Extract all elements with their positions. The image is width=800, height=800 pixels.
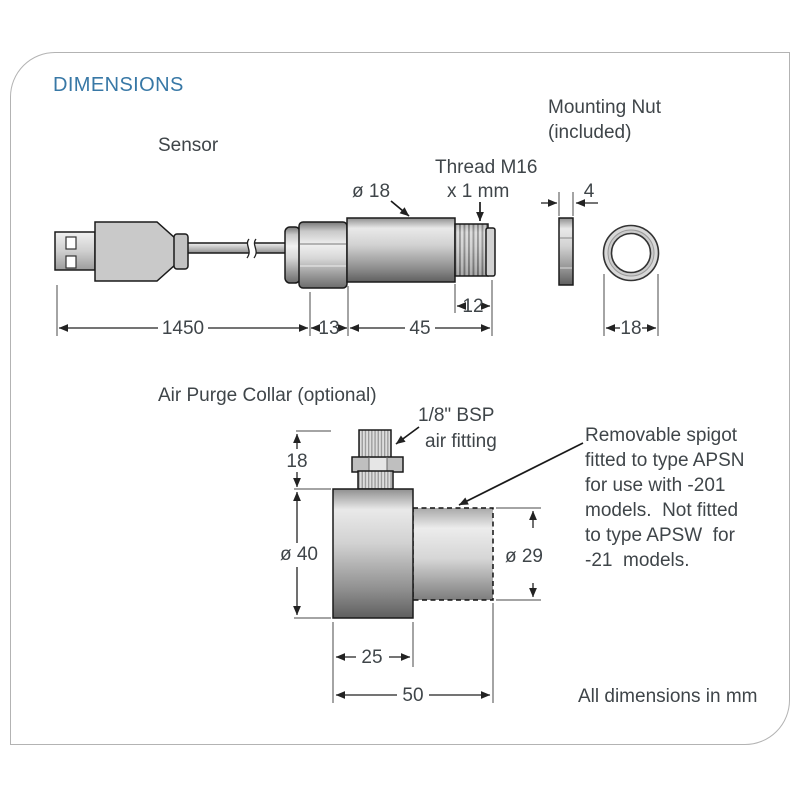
dim-spigot-diameter: ø 29 bbox=[505, 546, 543, 567]
spigot-note: Removable spigot fitted to type APSN for… bbox=[458, 425, 744, 571]
fitting-thread-upper-texture bbox=[359, 430, 391, 458]
dim-body-length: 25 bbox=[361, 647, 382, 668]
sensor-thread-texture bbox=[455, 224, 488, 276]
gland-hex-nut bbox=[298, 221, 348, 289]
fitting-hex-facet bbox=[369, 458, 387, 471]
removable-spigot bbox=[412, 507, 494, 601]
dim-nut-thickness: 4 bbox=[584, 181, 595, 202]
nut-side-view bbox=[558, 217, 574, 286]
thread-label-line2: x 1 mm bbox=[447, 181, 509, 202]
dim-nut-bore: 18 bbox=[620, 318, 641, 339]
dim-gland-length: 13 bbox=[318, 318, 339, 339]
dim-fitting-height: 18 bbox=[286, 451, 307, 472]
usb-strain-relief bbox=[173, 233, 189, 270]
spigot-note-line: for use with -201 bbox=[585, 475, 725, 496]
fitting-label-line1: 1/8" BSP bbox=[418, 405, 494, 426]
mounting-nut-label-line2: (included) bbox=[548, 122, 631, 143]
collar-dimensions: 18 ø 40 ø 29 25 50 bbox=[280, 430, 543, 706]
spigot-note-line: Removable spigot bbox=[585, 425, 738, 446]
spigot-note-line: fitted to type APSN bbox=[585, 450, 744, 471]
sensor-cable bbox=[185, 242, 290, 254]
spigot-leader-arrow bbox=[458, 442, 584, 506]
cable-break-curve bbox=[246, 238, 250, 259]
sensor-body bbox=[346, 217, 456, 283]
gland-collar bbox=[284, 226, 301, 284]
fitting-leader-arrow bbox=[395, 426, 420, 445]
dim-body-length: 45 bbox=[409, 318, 430, 339]
dim-thread-length: 12 bbox=[462, 296, 483, 317]
fitting-label-line2: air fitting bbox=[425, 431, 497, 452]
spigot-note-line: models. Not fitted bbox=[585, 500, 738, 521]
mounting-nut-label-line1: Mounting Nut bbox=[548, 97, 662, 118]
fitting-thread-lower-texture bbox=[358, 471, 393, 489]
dim-cable-length: 1450 bbox=[162, 318, 204, 339]
dim-total-length: 50 bbox=[402, 685, 423, 706]
collar-body bbox=[332, 488, 414, 619]
air-purge-collar-drawing: Air Purge Collar (optional) 1/8" BSP air… bbox=[158, 385, 497, 619]
usb-plug-body bbox=[94, 221, 177, 282]
sensor-dimensions: 1450 13 45 12 bbox=[56, 280, 493, 339]
body-diameter-leader-arrow bbox=[390, 200, 410, 217]
sensor-nose-cap bbox=[485, 227, 496, 277]
body-diameter-label: ø 18 bbox=[352, 181, 390, 202]
spigot-note-line: to type APSW for bbox=[585, 525, 736, 546]
usb-pin-hole bbox=[65, 236, 77, 250]
footnote: All dimensions in mm bbox=[578, 686, 758, 707]
usb-plug-tip bbox=[54, 231, 96, 271]
dimensions-card bbox=[10, 52, 790, 745]
thread-label-line1: Thread M16 bbox=[435, 157, 537, 178]
dim-body-diameter: ø 40 bbox=[280, 544, 318, 565]
sensor-label: Sensor bbox=[158, 135, 219, 156]
collar-label: Air Purge Collar (optional) bbox=[158, 385, 377, 406]
sensor-drawing: Sensor ø 18 bbox=[54, 135, 537, 289]
mounting-nut-drawing: Mounting Nut (included) 4 18 bbox=[541, 97, 662, 339]
usb-pin-hole bbox=[65, 255, 77, 269]
cable-break-curve bbox=[253, 238, 257, 259]
page-title: DIMENSIONS bbox=[53, 74, 184, 96]
nut-ring-bore bbox=[610, 232, 652, 274]
spigot-note-line: -21 models. bbox=[585, 550, 690, 571]
